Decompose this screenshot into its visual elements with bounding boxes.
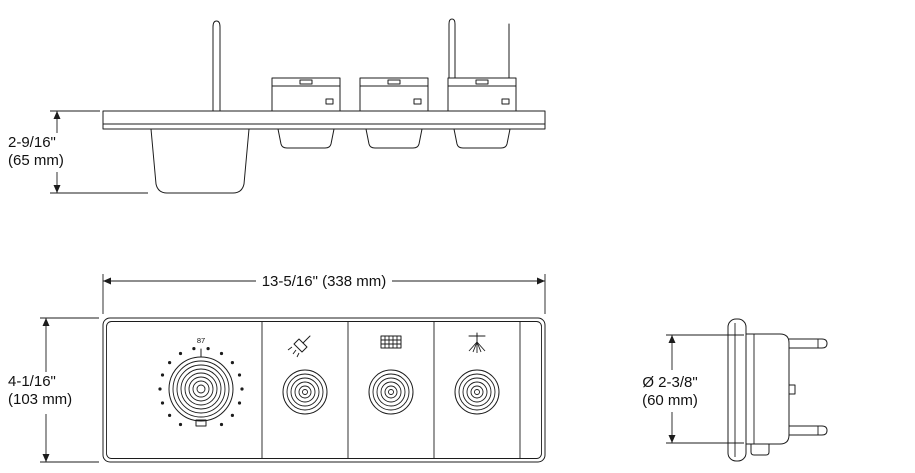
knob-profile xyxy=(365,128,423,149)
dial-tick-dots xyxy=(158,347,244,427)
bracket-pin-bottom xyxy=(788,425,828,436)
bracket-pin xyxy=(448,18,456,79)
valve-body-with-bracket xyxy=(447,18,517,112)
bracket-pin-top xyxy=(788,338,828,349)
knob-side-profile xyxy=(745,333,790,445)
knob-profile xyxy=(453,128,511,149)
dial-knob-profile xyxy=(150,128,250,194)
mounting-tab xyxy=(750,443,770,456)
dimension-width: 13-5/16" (338 mm) xyxy=(102,273,546,314)
dial-marking-label: 87 xyxy=(197,336,205,345)
dimension-height: 4-1/16" (103 mm) xyxy=(8,317,99,463)
valve-body xyxy=(271,77,341,112)
diverter-knob-body-spray xyxy=(454,332,500,415)
rain-head-icon xyxy=(380,335,402,349)
dimension-diameter: Ø 2-3/8" (60 mm) xyxy=(642,334,744,444)
height-dimension-label-line2: (103 mm) xyxy=(8,391,72,408)
escutcheon-profile xyxy=(727,318,747,462)
body-spray-icon xyxy=(468,332,486,353)
temperature-dial: 87 xyxy=(158,336,244,427)
hand-shower-icon xyxy=(287,335,311,358)
width-dimension-label: 13-5/16" (338 mm) xyxy=(262,273,387,290)
front-view: 87 xyxy=(8,273,546,463)
top-view: 2-9/16" (65 mm) xyxy=(8,18,546,194)
trim-panel-inner-edge xyxy=(106,321,542,459)
diameter-dimension-label-line1: Ø 2-3/8" xyxy=(642,374,697,391)
dimension-depth: 2-9/16" (65 mm) xyxy=(8,110,148,194)
dial-bottom-tab xyxy=(195,419,207,427)
side-view: Ø 2-3/8" (60 mm) xyxy=(642,318,828,462)
dial-handle-pin xyxy=(212,20,221,112)
diverter-knob-rain-head xyxy=(368,335,414,415)
height-dimension-label-line1: 4-1/16" xyxy=(8,373,56,390)
trim-panel xyxy=(102,317,546,463)
knob-profile xyxy=(277,128,335,149)
depth-dimension-label-line2: (65 mm) xyxy=(8,152,64,169)
valve-body xyxy=(359,77,429,112)
diverter-knob-hand-shower xyxy=(282,335,328,415)
depth-dimension-label-line1: 2-9/16" xyxy=(8,134,56,151)
plate-profile xyxy=(102,110,546,130)
diameter-dimension-label-line2: (60 mm) xyxy=(642,392,698,409)
knob-clip xyxy=(788,384,796,395)
